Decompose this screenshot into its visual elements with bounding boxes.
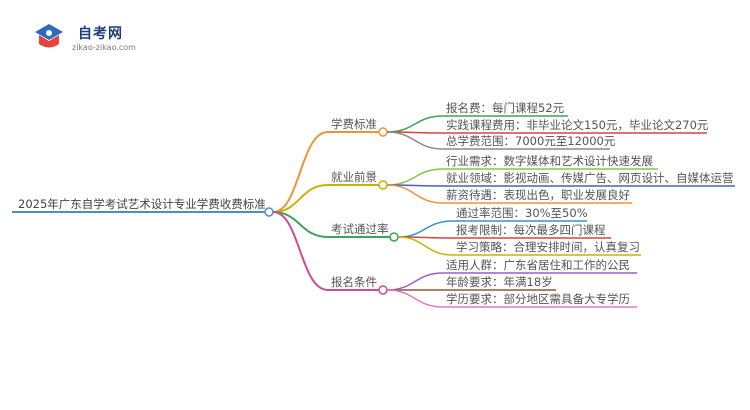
leaf-employment-fields: 就业领域：影视动画、传媒广告、网页设计、自媒体运营 xyxy=(446,171,734,185)
leaf-connector xyxy=(386,289,444,308)
leaf-connector xyxy=(386,115,444,133)
branch-label-jobs: 就业前景 xyxy=(331,170,377,184)
leaf-connector xyxy=(386,168,444,186)
leaf-connector xyxy=(386,184,444,204)
branch-connector-jobs xyxy=(272,184,329,213)
branch-connector-pass-rate xyxy=(272,211,329,238)
branch-node-pass-rate xyxy=(389,232,399,242)
branch-node-conditions xyxy=(378,285,388,295)
leaf-total-tuition: 总学费范围：7000元至12000元 xyxy=(446,134,616,148)
leaf-practice-course-fee: 实践课程费用：非毕业论文150元，毕业论文270元 xyxy=(446,118,709,132)
leaf-education-requirement: 学历要求：部分地区需具备大专学历 xyxy=(446,292,630,306)
leaf-exam-limit: 报考限制：每次最多四门课程 xyxy=(456,223,606,237)
root-node xyxy=(264,207,274,217)
leaf-pass-rate-range: 通过率范围：30%至50% xyxy=(456,206,588,220)
leaf-connector xyxy=(397,220,454,238)
branch-connector-conditions xyxy=(272,211,329,291)
leaf-connector xyxy=(386,272,444,291)
branch-label-pass-rate: 考试通过率 xyxy=(331,222,389,236)
leaf-industry-demand: 行业需求：数字媒体和艺术设计快速发展 xyxy=(446,154,653,168)
leaf-study-strategy: 学习策略：合理安排时间，认真复习 xyxy=(456,240,640,254)
leaf-salary: 薪资待遇：表现出色，职业发展良好 xyxy=(446,188,630,202)
branch-connector-fees xyxy=(272,131,329,213)
logo-url: zikao-zikao.com xyxy=(72,43,136,52)
branch-node-fees xyxy=(378,127,388,137)
leaf-connector xyxy=(397,236,454,256)
root-topic: 2025年广东自学考试艺术设计专业学费收费标准 xyxy=(18,197,266,211)
leaf-registration-fee: 报名费：每门课程52元 xyxy=(446,101,565,115)
branch-label-fees: 学费标准 xyxy=(331,117,377,131)
leaf-eligible-people: 适用人群：广东省居住和工作的公民 xyxy=(446,258,630,272)
logo-name: 自考网 xyxy=(78,26,123,42)
logo-mark-icon xyxy=(35,24,63,48)
site-logo[interactable]: 自考网 zikao-zikao.com xyxy=(30,20,160,56)
branch-label-conditions: 报名条件 xyxy=(331,275,377,289)
branch-node-jobs xyxy=(378,180,388,190)
leaf-age-requirement: 年龄要求：年满18岁 xyxy=(446,275,553,289)
leaf-connector xyxy=(386,131,444,150)
